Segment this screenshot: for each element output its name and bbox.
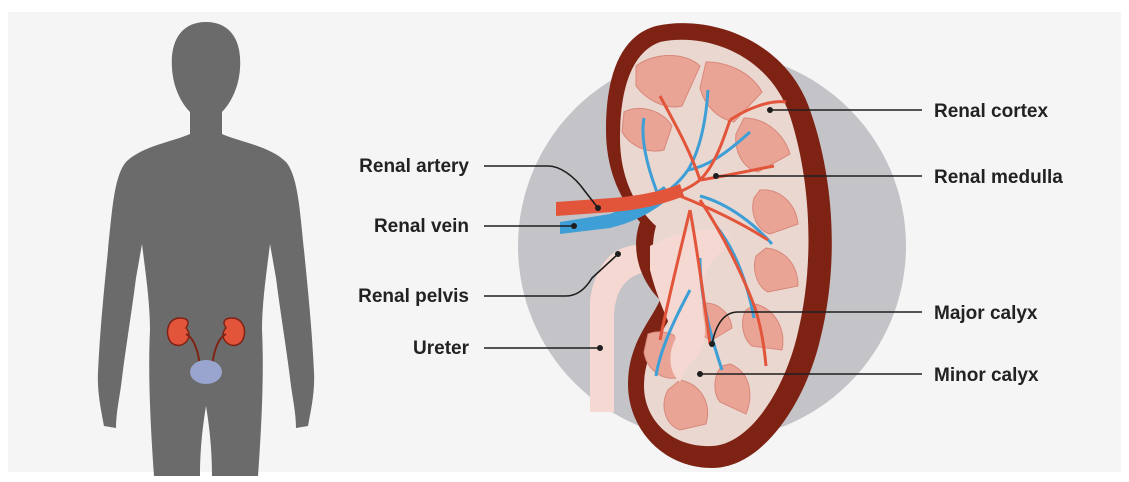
label-ureter: Ureter [413, 338, 470, 359]
label-major-calyx: Major calyx [934, 303, 1038, 324]
right-small-kidney [223, 318, 245, 345]
dot-renal-cortex [767, 107, 773, 113]
body-outline [98, 22, 314, 476]
dot-renal-pelvis [615, 251, 621, 257]
label-renal-pelvis: Renal pelvis [358, 286, 469, 307]
dot-minor-calyx [697, 371, 703, 377]
bladder-shape [190, 360, 222, 384]
dot-renal-artery [595, 205, 601, 211]
dot-renal-vein [571, 223, 577, 229]
human-body-silhouette [98, 22, 314, 476]
label-renal-vein: Renal vein [374, 216, 469, 237]
label-renal-cortex: Renal cortex [934, 101, 1048, 122]
label-renal-artery: Renal artery [359, 156, 469, 177]
label-minor-calyx: Minor calyx [934, 365, 1039, 386]
dot-renal-medulla [713, 173, 719, 179]
left-small-kidney [168, 318, 190, 345]
dot-major-calyx [709, 341, 715, 347]
dot-ureter [597, 345, 603, 351]
label-renal-medulla: Renal medulla [934, 167, 1063, 188]
